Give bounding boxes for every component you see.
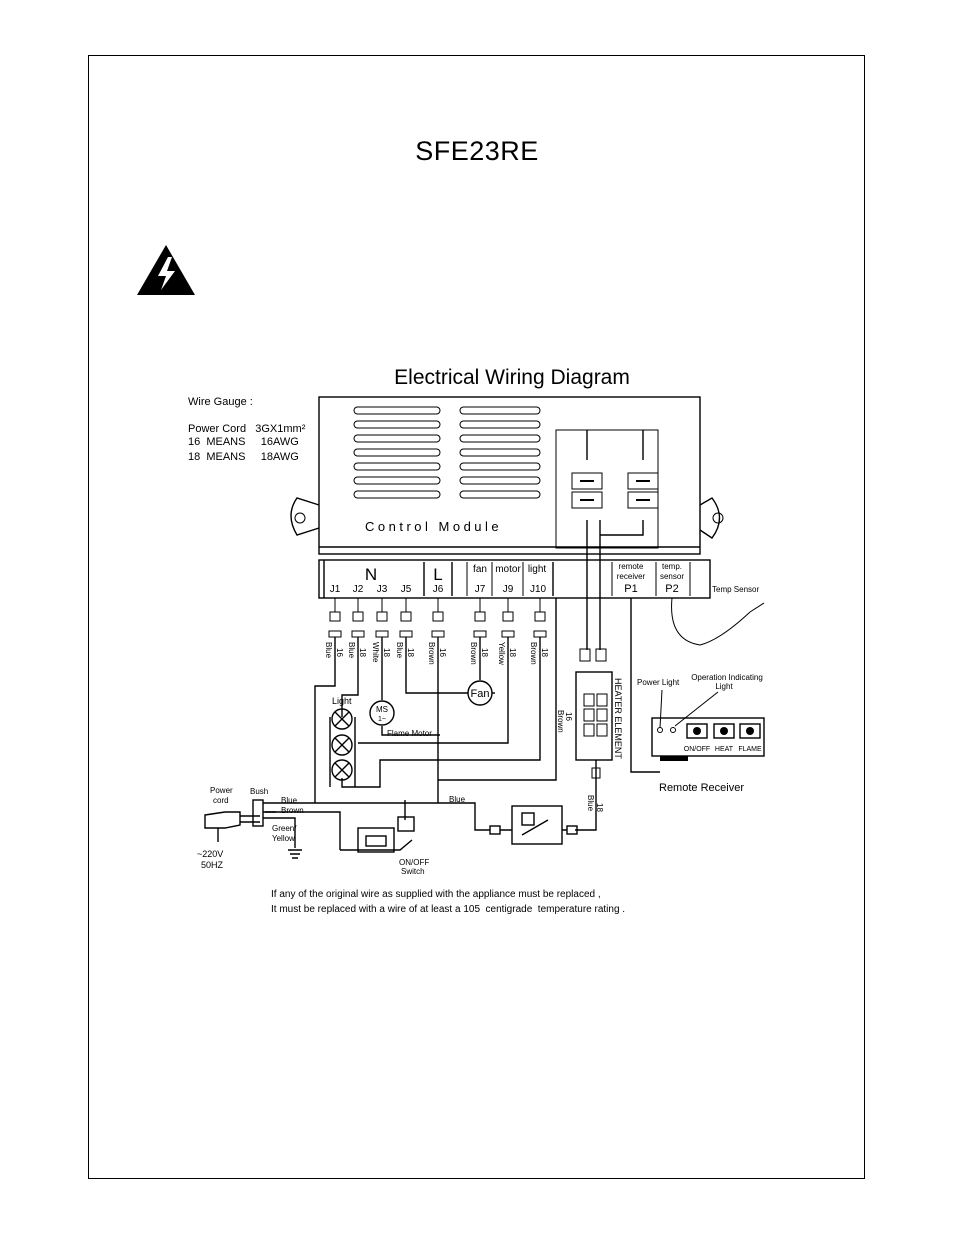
wire-j5-color: Blue [395, 642, 404, 659]
button-flame: FLAME [738, 746, 762, 753]
brown16-gauge: 16 [564, 712, 573, 721]
wiring-lines [265, 430, 660, 851]
terminal-j3: J3 [377, 584, 388, 595]
page-title: SFE23RE [415, 136, 539, 166]
gauge-16: 16 MEANS 16AWG [188, 436, 299, 448]
brown16-color: Brown [556, 710, 565, 733]
temp-sensor-label: Temp Sensor [712, 585, 759, 594]
bus-fan: fan [473, 564, 487, 575]
wire-j3-gauge: 18 [382, 648, 391, 657]
remote-receiver-label: Remote Receiver [659, 782, 744, 794]
power-cord-gauge: Power Cord 3GX1mm² [188, 423, 306, 435]
frequency-label: 50HZ [201, 860, 224, 870]
op-light-2: Light [715, 682, 733, 691]
terminal-j1: J1 [330, 584, 341, 595]
light-bulbs [331, 708, 353, 781]
wire-j10-gauge: 18 [540, 648, 549, 657]
wire-j2-color: Blue [347, 642, 356, 659]
wire-j7-gauge: 18 [480, 648, 489, 657]
heater-element [575, 648, 613, 779]
note-line-2: It must be replaced with a wire of at le… [271, 904, 625, 915]
port-temp-1: temp. [662, 562, 682, 571]
flame-motor-label: Flame Motor [387, 729, 432, 738]
note-line-1: If any of the original wire as supplied … [271, 889, 601, 900]
terminal-j6: J6 [433, 584, 444, 595]
high-voltage-warning-icon [137, 245, 195, 295]
fan-label: Fan [471, 688, 490, 700]
port-temp-2: sensor [660, 572, 684, 581]
onoff-label-1: ON/OFF [399, 858, 429, 867]
green-yellow-1: Green/ [272, 824, 297, 833]
thermal-protector [489, 805, 578, 845]
terminal-j5: J5 [401, 584, 412, 595]
wire-j1-gauge: 16 [335, 648, 344, 657]
wire-j2-gauge: 18 [358, 648, 367, 657]
port-remote-1: remote [619, 562, 644, 571]
bus-motor: motor [495, 564, 521, 575]
terminal-j10: J10 [530, 584, 547, 595]
motor-ms: MS [376, 705, 388, 714]
bus-n: N [365, 565, 377, 584]
diagram-heading: Electrical Wiring Diagram [394, 366, 630, 389]
on-off-switch [357, 816, 415, 853]
power-cord-label-1: Power [210, 786, 233, 795]
blue18-color: Blue [586, 795, 595, 812]
flame-motor-icon [369, 700, 395, 726]
control-module-label: Control Module [365, 519, 502, 534]
wire-j6-gauge: 16 [438, 648, 447, 657]
terminal-j2: J2 [353, 584, 364, 595]
wire-j5-gauge: 18 [406, 648, 415, 657]
blue-mid-label: Blue [449, 795, 466, 804]
green-yellow-2: Yellow [272, 834, 295, 843]
wire-j7-color: Brown [469, 642, 478, 665]
terminal-j7: J7 [475, 584, 486, 595]
fan-icon [467, 680, 493, 706]
terminal-j9: J9 [503, 584, 514, 595]
power-light-label: Power Light [637, 678, 680, 687]
page-frame [88, 55, 865, 1179]
wire-j3-color: White [371, 642, 380, 663]
wire-j1-color: Blue [324, 642, 333, 659]
blue18-gauge: 18 [595, 803, 604, 812]
port-p1: P1 [624, 583, 637, 595]
port-remote-2: receiver [617, 572, 646, 581]
bus-light: light [528, 564, 547, 575]
wire-j9-color: Yellow [497, 642, 506, 665]
remote-receiver [651, 689, 765, 761]
light-label: Light [332, 696, 352, 706]
op-light-1: Operation Indicating [691, 673, 763, 682]
wire-j9-gauge: 18 [508, 648, 517, 657]
onoff-label-2: Switch [401, 867, 425, 876]
wire-connectors [328, 598, 547, 638]
wire-j6-color: Brown [427, 642, 436, 665]
terminal-strip: N L fan motor light J1 J2 J3 J5 J6 J7 J9… [318, 559, 711, 599]
motor-ms-sub: 1~ [378, 716, 386, 723]
port-p2: P2 [665, 583, 678, 595]
blue-label: Blue [281, 796, 298, 805]
temp-sensor: Temp Sensor [671, 585, 765, 646]
wire-j10-color: Brown [529, 642, 538, 665]
control-module: Control Module [290, 396, 724, 555]
power-cord-label-2: cord [213, 796, 229, 805]
heater-element-label: HEATER ELEMENT [613, 678, 623, 759]
bus-l: L [433, 565, 442, 584]
bush-label: Bush [250, 787, 268, 796]
wire-gauge-label: Wire Gauge : [188, 396, 253, 408]
power-cord [204, 799, 302, 859]
button-heat: HEAT [715, 746, 734, 753]
brown-label: Brown [281, 806, 304, 815]
button-onoff: ON/OFF [684, 746, 710, 753]
gauge-18: 18 MEANS 18AWG [188, 451, 299, 463]
voltage-label: ~220V [197, 849, 223, 859]
